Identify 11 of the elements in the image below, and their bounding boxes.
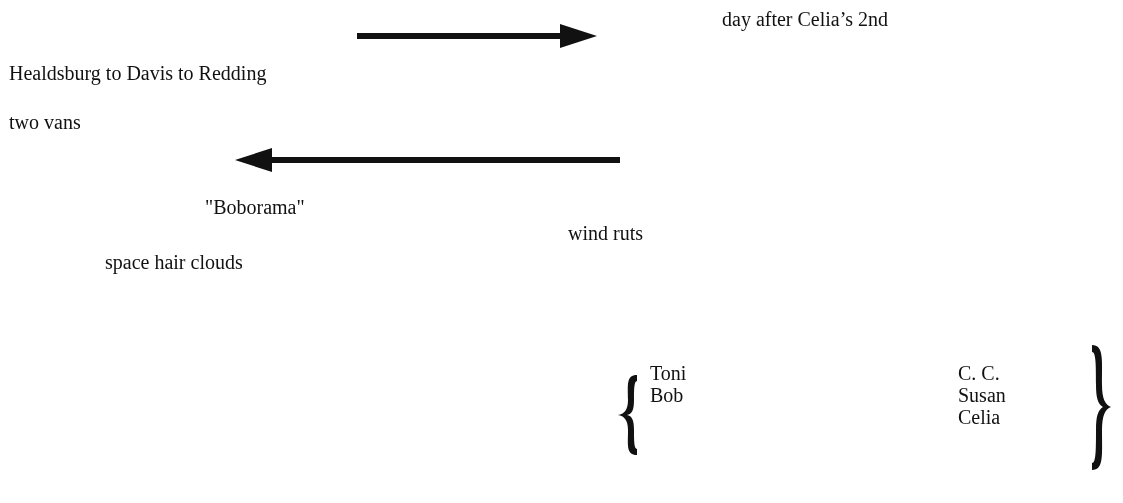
note-label: "Boborama" <box>205 196 305 218</box>
name-label: Bob <box>650 384 684 406</box>
name-label: Celia <box>958 406 1001 428</box>
name-label: Susan <box>958 384 1006 406</box>
name-label: Toni <box>650 362 687 384</box>
note-label: wind ruts <box>568 222 643 244</box>
note-label: Healdsburg to Davis to Redding <box>9 62 267 84</box>
note-label: two vans <box>9 111 81 133</box>
name-label: C. C. <box>958 362 1000 384</box>
note-label: space hair clouds <box>105 251 243 273</box>
note-label: day after Celia’s 2nd <box>722 8 889 30</box>
